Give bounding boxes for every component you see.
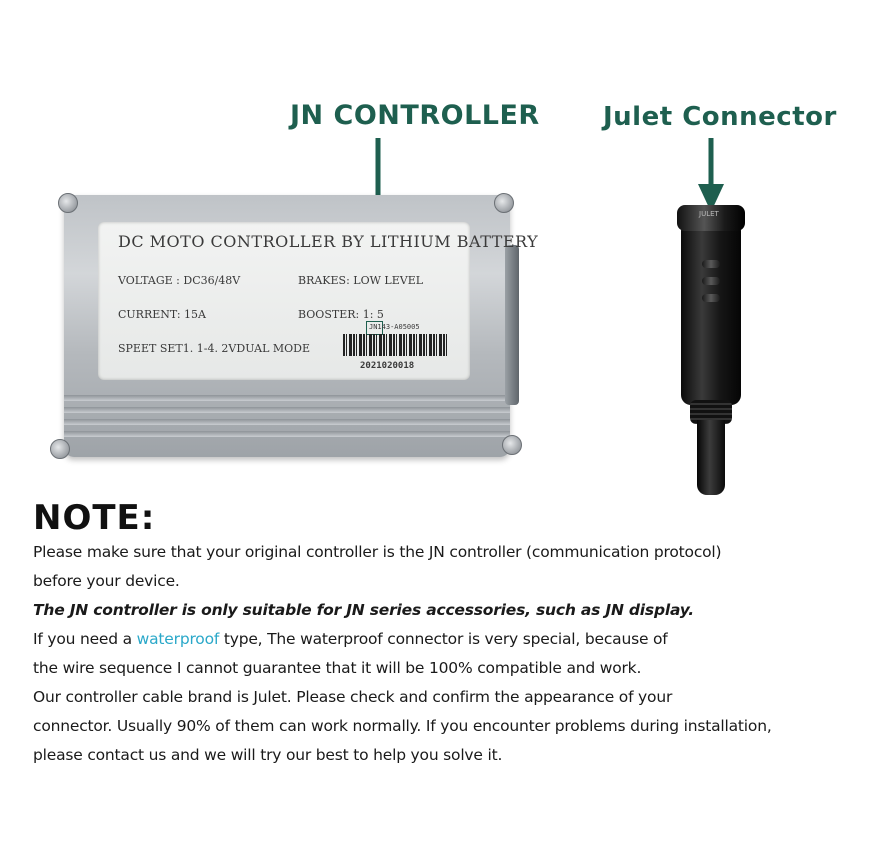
note-line-4-pre: If you need a	[33, 630, 137, 648]
note-line-1: Please make sure that your original cont…	[33, 543, 722, 561]
sticker-speed: SPEET SET1. 1-4. 2VDUAL MODE	[118, 342, 311, 355]
screw-icon	[50, 439, 70, 459]
note-line-3: The JN controller is only suitable for J…	[33, 601, 694, 619]
connector-grip	[702, 294, 720, 302]
julet-connector-label: Julet Connector	[603, 102, 837, 132]
julet-connector-image: JULET	[672, 205, 752, 495]
connector-cable	[697, 420, 725, 495]
connector-grip	[702, 277, 720, 285]
note-line-6: Our controller cable brand is Julet. Ple…	[33, 688, 673, 706]
note-line-4: If you need a waterproof type, The water…	[33, 630, 668, 648]
note-line-7: connector. Usually 90% of them can work …	[33, 717, 772, 735]
connector-ring: JULET	[677, 205, 745, 231]
sticker-current: CURRENT: 15A	[118, 308, 206, 321]
barcode	[343, 334, 448, 356]
note-line-4-post: type, The waterproof connector is very s…	[219, 630, 668, 648]
sticker-title: DC MOTO CONTROLLER BY LITHIUM BATTERY	[118, 232, 539, 251]
screw-icon	[494, 193, 514, 213]
waterproof-highlight: waterproof	[136, 630, 220, 648]
note-line-8: please contact us and we will try our be…	[33, 746, 503, 764]
controller-sticker: DC MOTO CONTROLLER BY LITHIUM BATTERY VO…	[98, 222, 538, 380]
connector-mark: JULET	[699, 210, 719, 218]
sticker-model: JN143-A05005	[369, 323, 420, 331]
sticker-voltage: VOLTAGE : DC36/48V	[118, 274, 241, 287]
note-line-5: the wire sequence I cannot guarantee tha…	[33, 659, 642, 677]
sticker-brakes: BRAKES: LOW LEVEL	[298, 274, 424, 287]
screw-icon	[502, 435, 522, 455]
sticker-serial: 2021020018	[360, 361, 415, 371]
controller-side-plug	[505, 245, 519, 405]
connector-head	[681, 215, 741, 405]
julet-connector-arrow	[698, 138, 724, 212]
note-line-2: before your device.	[33, 572, 180, 590]
screw-icon	[58, 193, 78, 213]
controller-image: DC MOTO CONTROLLER BY LITHIUM BATTERY VO…	[50, 185, 538, 470]
sticker-booster: BOOSTER: 1: 5	[298, 308, 384, 321]
connector-grip	[702, 260, 720, 268]
note-title: NOTE:	[33, 498, 156, 538]
jn-controller-label: JN CONTROLLER	[290, 100, 540, 131]
